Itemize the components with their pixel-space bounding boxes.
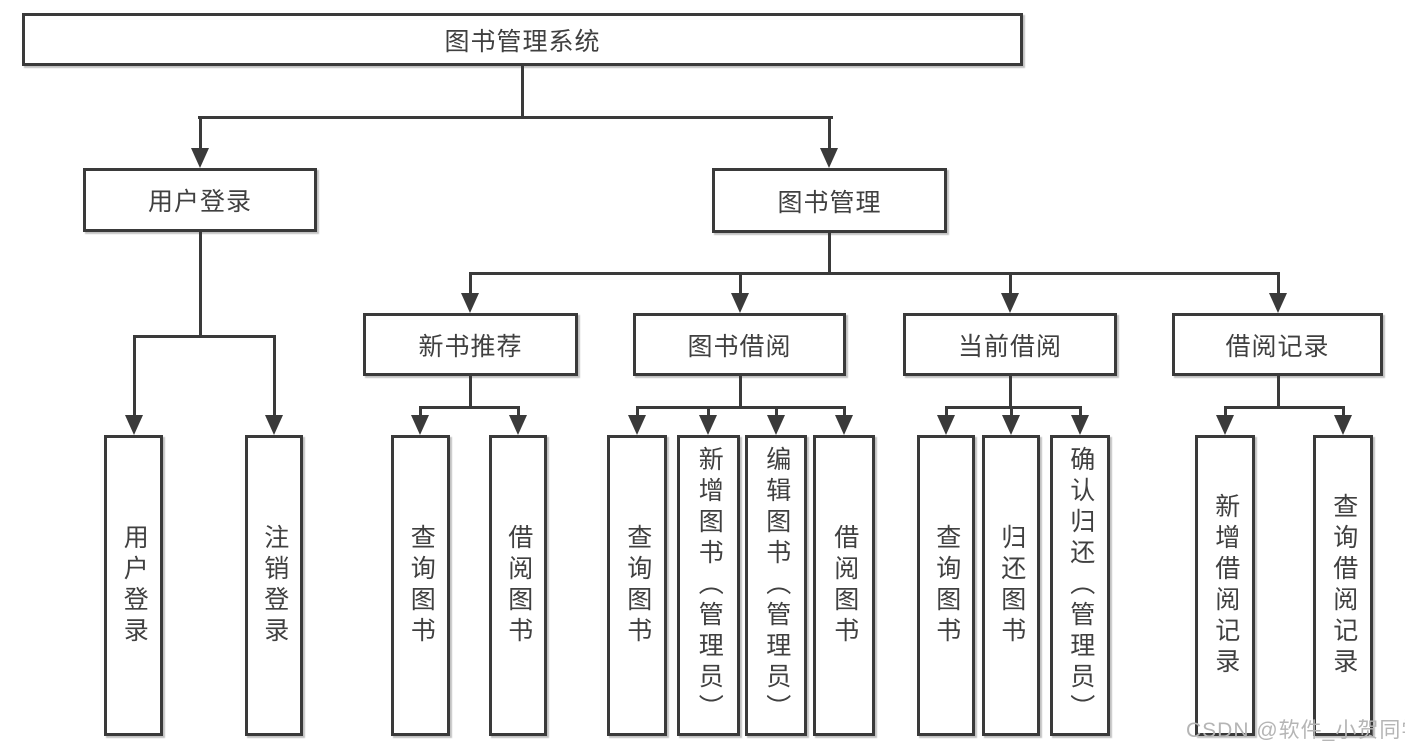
arrowhead-down-icon	[628, 415, 646, 435]
connector-line	[635, 407, 639, 417]
arrowhead-down-icon	[1216, 415, 1234, 435]
connector-line	[198, 117, 202, 150]
arrowhead-down-icon	[767, 415, 785, 435]
leaf-add-books-admin: 新增图书（管理员）	[677, 435, 740, 736]
leaf-label: 借阅图书	[504, 523, 533, 648]
connector-line	[774, 407, 778, 417]
leaf-borrow-books-recommend: 借阅图书	[489, 435, 547, 736]
node-label: 当前借阅	[957, 332, 1062, 361]
arrowhead-down-icon	[820, 148, 838, 168]
connector-line	[132, 336, 136, 417]
leaf-label: 借阅图书	[830, 523, 859, 648]
connector-line	[197, 115, 833, 119]
connector-line	[132, 334, 276, 338]
connector-line	[706, 407, 710, 417]
arrowhead-down-icon	[1071, 415, 1089, 435]
leaf-query-borrow-record: 查询借阅记录	[1313, 435, 1373, 736]
arrowhead-down-icon	[937, 415, 955, 435]
leaf-label: 编辑图书（管理员）	[762, 446, 791, 725]
node-label: 图书管理	[777, 188, 882, 217]
arrowhead-down-icon	[125, 415, 143, 435]
node-label: 图书借阅	[687, 332, 792, 361]
connector-line	[1009, 407, 1013, 417]
leaf-confirm-return-admin: 确认归还（管理员）	[1050, 435, 1110, 736]
leaf-edit-books-admin: 编辑图书（管理员）	[745, 435, 807, 736]
node-label: 用户登录	[147, 188, 252, 216]
connector-line	[827, 233, 831, 273]
connector-line	[1008, 273, 1012, 295]
connector-line	[738, 376, 742, 407]
arrowhead-down-icon	[1001, 293, 1019, 313]
leaf-borrow-books: 借阅图书	[813, 435, 875, 736]
connector-line	[944, 407, 948, 417]
connector-line	[944, 405, 1082, 409]
arrowhead-down-icon	[265, 415, 283, 435]
arrowhead-down-icon	[191, 148, 209, 168]
connector-line	[635, 405, 846, 409]
leaf-label: 用户登录	[120, 523, 149, 648]
node-borrowing-records: 借阅记录	[1172, 313, 1383, 376]
leaf-label: 查询图书	[932, 523, 961, 648]
connector-line	[468, 376, 472, 407]
connector-line	[738, 273, 742, 295]
node-book-borrowing: 图书借阅	[633, 313, 846, 376]
leaf-label: 查询图书	[407, 523, 436, 648]
leaf-label: 查询借阅记录	[1329, 492, 1358, 679]
arrowhead-down-icon	[731, 293, 749, 313]
leaf-user-login: 用户登录	[104, 435, 163, 736]
connector-line	[516, 407, 520, 417]
node-book-management: 图书管理	[712, 168, 947, 233]
node-user-login: 用户登录	[83, 168, 317, 232]
leaf-add-borrow-record: 新增借阅记录	[1195, 435, 1255, 736]
connector-line	[842, 407, 846, 417]
leaf-query-books-recommend: 查询图书	[391, 435, 450, 736]
leaf-label: 新增图书（管理员）	[695, 446, 724, 725]
connector-line	[198, 232, 202, 336]
connector-line	[1341, 407, 1345, 417]
connector-line	[418, 405, 520, 409]
connector-line	[1223, 405, 1345, 409]
connector-line	[520, 66, 524, 117]
node-label: 新书推荐	[418, 332, 523, 361]
node-new-book-recommendation: 新书推荐	[363, 313, 578, 376]
leaf-label: 归还图书	[997, 523, 1026, 648]
connector-line	[1276, 273, 1280, 295]
arrowhead-down-icon	[1334, 415, 1352, 435]
connector-line	[1223, 407, 1227, 417]
connector-line	[827, 117, 831, 150]
leaf-query-books-current: 查询图书	[917, 435, 975, 736]
connector-line	[272, 336, 276, 417]
arrowhead-down-icon	[1269, 293, 1287, 313]
arrowhead-down-icon	[461, 293, 479, 313]
arrowhead-down-icon	[411, 415, 429, 435]
leaf-return-books: 归还图书	[982, 435, 1040, 736]
connector-line	[1078, 407, 1082, 417]
watermark: CSDN @软件_小贺同学	[1186, 719, 1405, 742]
leaf-query-books-borrowing: 查询图书	[607, 435, 667, 736]
connector-line	[468, 271, 1280, 275]
connector-line	[418, 407, 422, 417]
leaf-logout: 注销登录	[245, 435, 303, 736]
arrowhead-down-icon	[835, 415, 853, 435]
node-label: 图书管理系统	[444, 27, 601, 56]
leaf-label: 查询图书	[623, 523, 652, 648]
connector-line	[468, 273, 472, 295]
arrowhead-down-icon	[1002, 415, 1020, 435]
arrowhead-down-icon	[509, 415, 527, 435]
node-current-borrowing: 当前借阅	[903, 313, 1117, 376]
leaf-label: 新增借阅记录	[1211, 492, 1240, 679]
leaf-label: 确认归还（管理员）	[1066, 446, 1095, 725]
leaf-label: 注销登录	[260, 523, 289, 648]
connector-line	[1276, 376, 1280, 407]
node-library-management-system: 图书管理系统	[22, 13, 1023, 66]
node-label: 借阅记录	[1225, 332, 1330, 361]
connector-line	[1008, 376, 1012, 407]
arrowhead-down-icon	[699, 415, 717, 435]
